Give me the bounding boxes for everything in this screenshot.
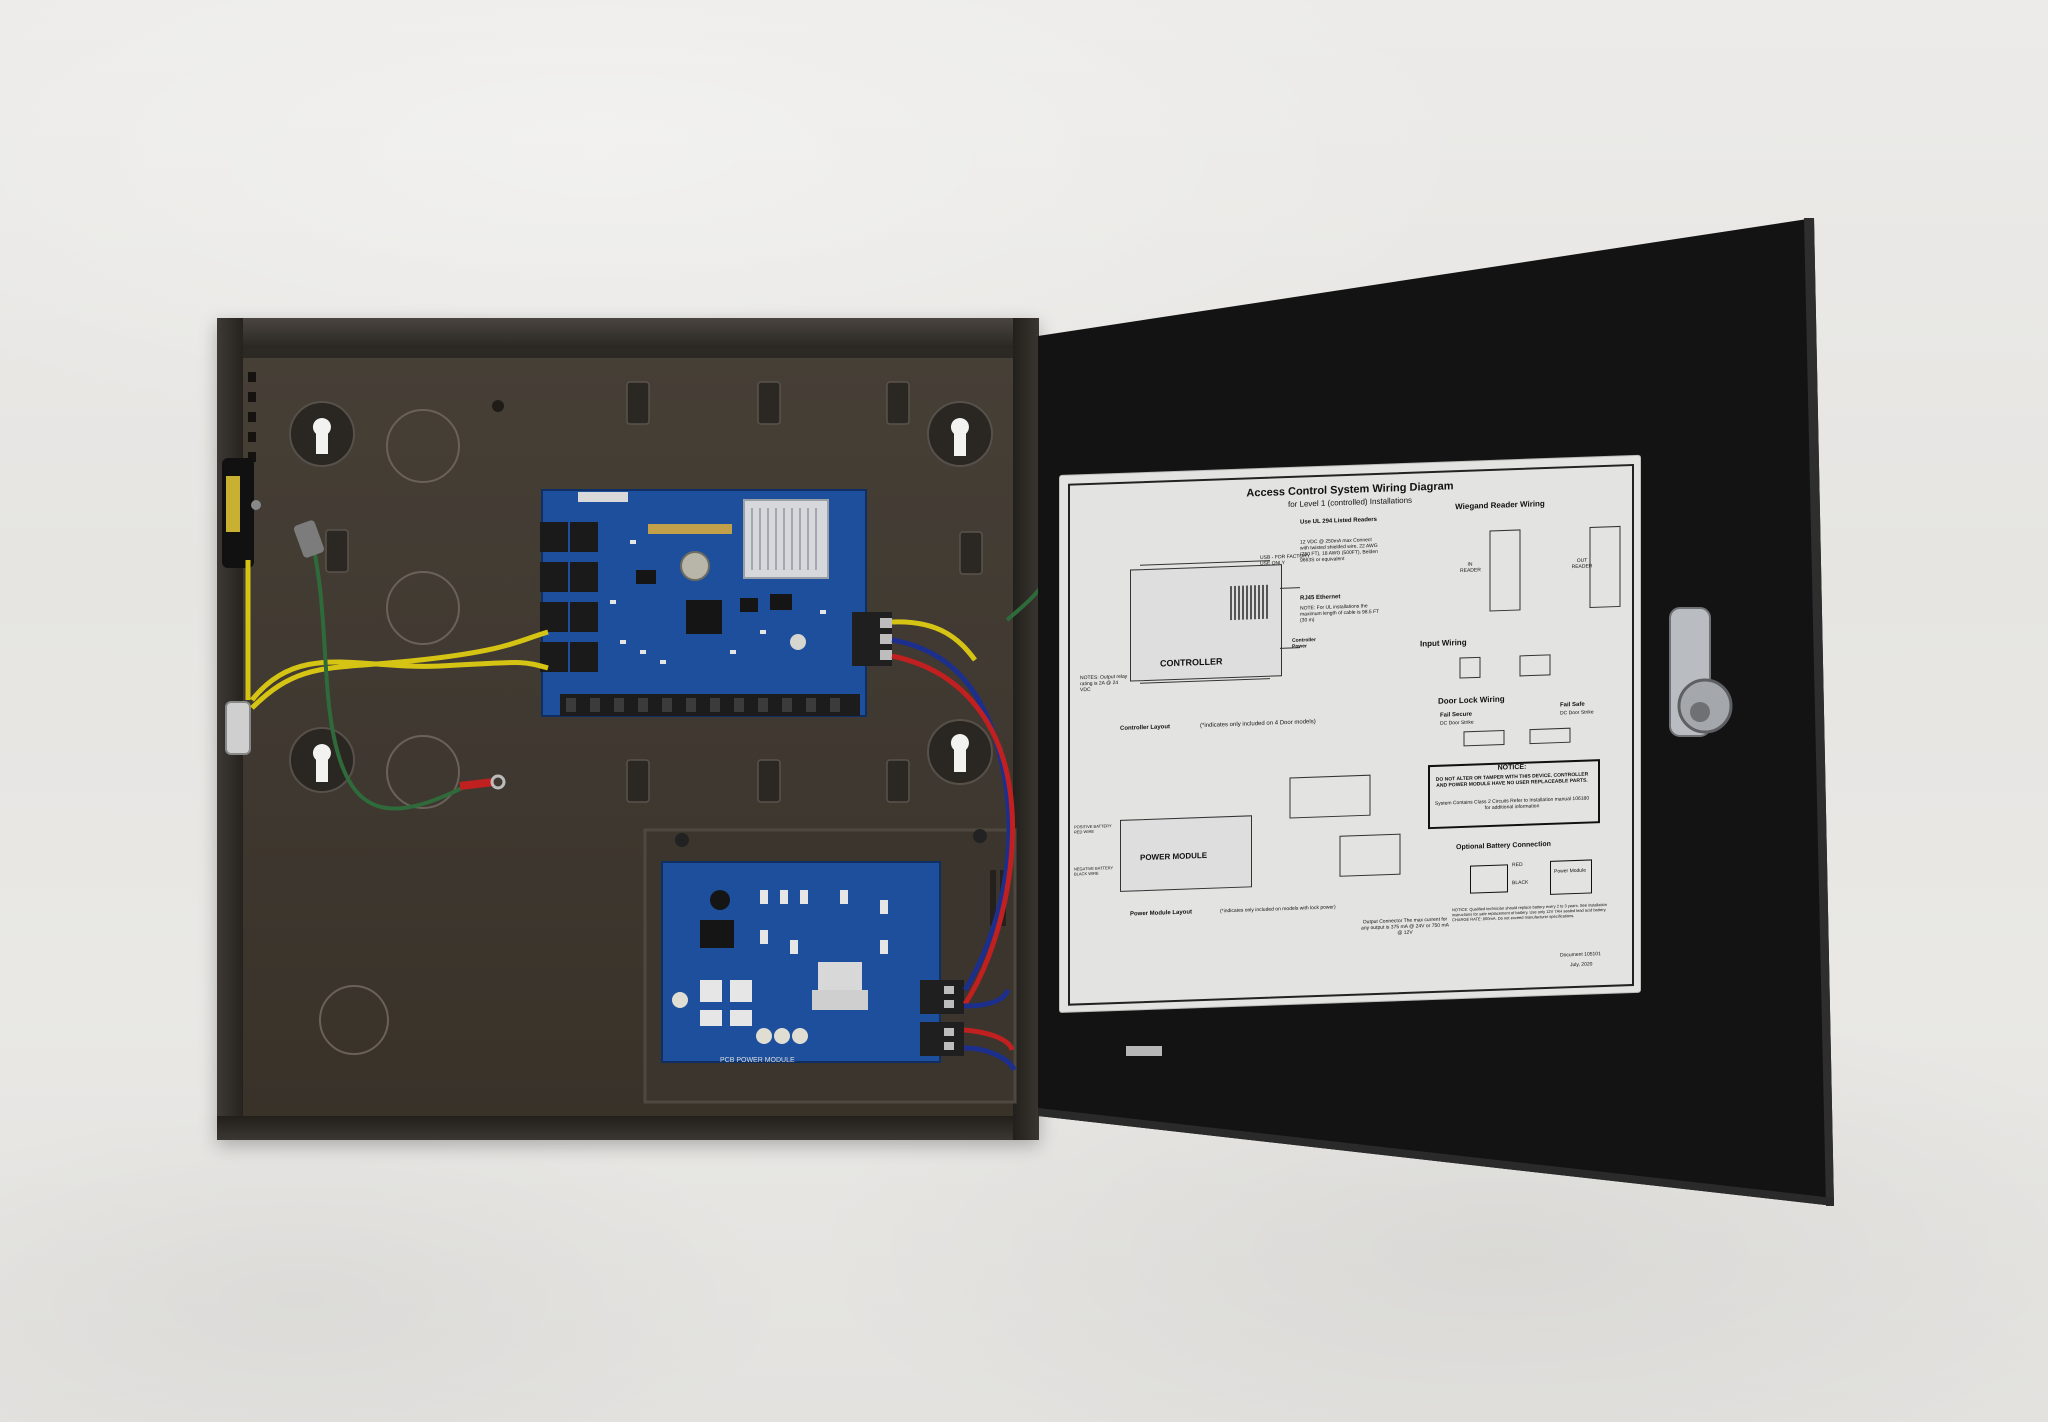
wire-yellow bbox=[245, 560, 549, 710]
knockout-3 bbox=[386, 735, 460, 809]
coin-battery bbox=[680, 551, 710, 581]
heatsink bbox=[743, 499, 829, 579]
power-pcb-silk: PCB POWER MODULE bbox=[720, 1057, 795, 1064]
power-module-pcb: PCB POWER MODULE bbox=[661, 861, 964, 1064]
cam-lock bbox=[1669, 607, 1733, 737]
wire-nut bbox=[293, 520, 325, 558]
enclosure-top-lip bbox=[217, 318, 1039, 348]
wire-bundle bbox=[891, 619, 1017, 1072]
wiring-label: Access Control System Wiring Diagram for… bbox=[1060, 455, 1640, 1012]
knockout-2 bbox=[386, 571, 460, 645]
knockout-4 bbox=[319, 985, 389, 1055]
enclosure-bottom-wall bbox=[217, 1116, 1039, 1140]
hinge bbox=[225, 701, 251, 755]
keyhole-slot-bottom-left bbox=[312, 744, 331, 782]
keyhole-slot-top-left bbox=[312, 418, 331, 454]
keyhole-slot-bottom-right bbox=[950, 734, 969, 772]
knockout-1 bbox=[386, 409, 460, 483]
enclosure-right-wall bbox=[1013, 318, 1039, 1140]
label-line-art bbox=[1140, 525, 1621, 877]
ring-terminal bbox=[459, 778, 495, 790]
enclosure-body bbox=[217, 318, 1039, 1140]
controller-pcb bbox=[540, 489, 892, 717]
keyhole-slot-top-right bbox=[950, 418, 969, 456]
relay bbox=[540, 522, 568, 552]
standoff-tab bbox=[626, 381, 650, 425]
door-pin bbox=[1126, 1046, 1162, 1056]
